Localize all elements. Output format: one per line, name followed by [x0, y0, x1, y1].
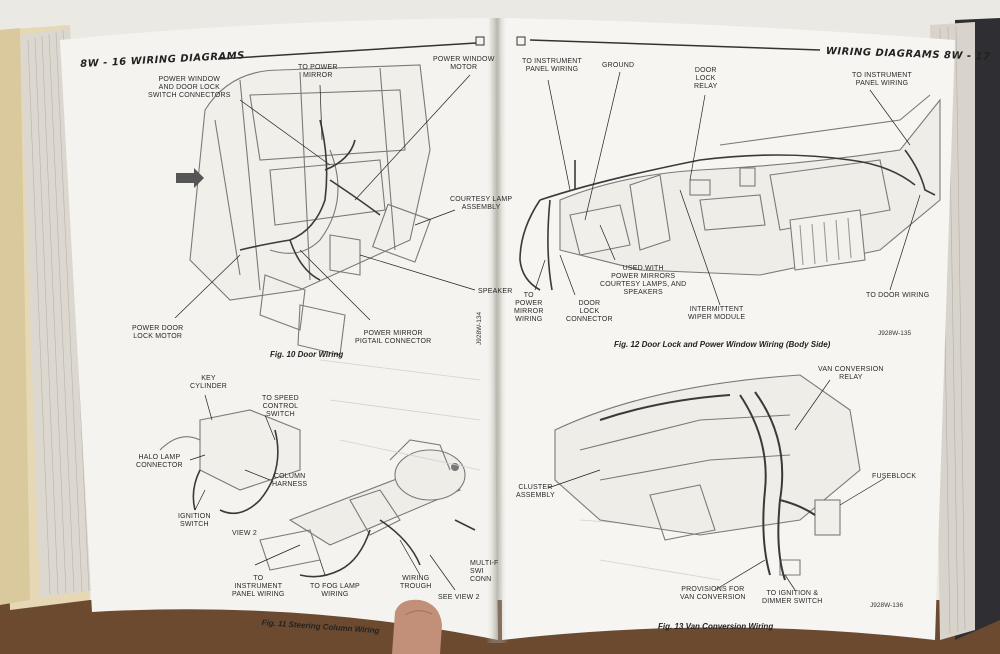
label-to-ignition-dimmer: TO IGNITION & DIMMER SWITCH — [762, 590, 823, 605]
label-fuseblock: FUSEBLOCK — [872, 473, 917, 480]
label-column-harness: COLUMN HARNESS — [272, 473, 308, 488]
label-to-power-mirror: TO POWER MIRROR — [298, 64, 338, 79]
label-to-fog-lamp: TO FOG LAMP WIRING — [310, 583, 360, 598]
label-to-instrument-panel-wiring-right: TO INSTRUMENT PANEL WIRING — [852, 72, 913, 87]
label-to-speed-control: TO SPEED CONTROL SWITCH — [262, 395, 299, 418]
label-intermittent-wiper: INTERMITTENT WIPER MODULE — [688, 306, 746, 321]
label-courtesy-lamp: COURTESY LAMP ASSEMBLY — [450, 196, 513, 211]
label-cluster-assembly: CLUSTER ASSEMBLY — [516, 484, 555, 499]
label-ground: GROUND — [602, 62, 635, 69]
label-door-lock-connector: DOOR LOCK CONNECTOR — [566, 300, 613, 323]
label-to-power-mirror-wiring: TO POWER MIRROR WIRING — [514, 292, 544, 323]
label-power-door-lock-motor: POWER DOOR LOCK MOTOR — [132, 325, 184, 340]
label-to-instrument-panel-wiring-left: TO INSTRUMENT PANEL WIRING — [232, 575, 285, 598]
label-halo-lamp-connector: HALO LAMP CONNECTOR — [136, 454, 183, 469]
fig12-code: J928W-135 — [878, 330, 912, 337]
label-door-lock-relay: DOOR LOCK RELAY — [694, 67, 718, 90]
label-pw-door-lock-connectors: POWER WINDOW AND DOOR LOCK SWITCH CONNEC… — [148, 76, 231, 99]
fig12-caption: Fig. 12 Door Lock and Power Window Wirin… — [614, 340, 831, 349]
label-to-instrument-panel-wiring-top: TO INSTRUMENT PANEL WIRING — [522, 58, 583, 73]
label-key-cylinder: KEY CYLINDER — [190, 375, 227, 390]
fig13-caption: Fig. 13 Van Conversion Wiring — [658, 622, 774, 631]
fig10-caption: Fig. 10 Door Wiring — [270, 350, 344, 359]
label-used-with: USED WITH POWER MIRRORS COURTESY LAMPS, … — [600, 265, 687, 296]
label-ignition-switch: IGNITION SWITCH — [178, 513, 211, 528]
label-power-mirror-pigtail: POWER MIRROR PIGTAIL CONNECTOR — [355, 330, 432, 345]
label-view-2: VIEW 2 — [232, 530, 257, 537]
label-wiring-trough: WIRING TROUGH — [400, 575, 432, 590]
label-power-window-motor: POWER WINDOW MOTOR — [433, 56, 495, 71]
label-see-view-2: SEE VIEW 2 — [438, 594, 480, 601]
label-multifunction-switch: MULTI-F SWI CONN — [470, 560, 499, 583]
label-to-door-wiring: TO DOOR WIRING — [866, 292, 930, 299]
fig10-code: J928W-134 — [476, 311, 483, 345]
label-van-conversion-relay: VAN CONVERSION RELAY — [818, 366, 884, 381]
label-provisions-van-conversion: PROVISIONS FOR VAN CONVERSION — [680, 586, 746, 601]
fig13-code: J928W-136 — [870, 602, 904, 609]
label-speaker: SPEAKER — [478, 288, 513, 295]
